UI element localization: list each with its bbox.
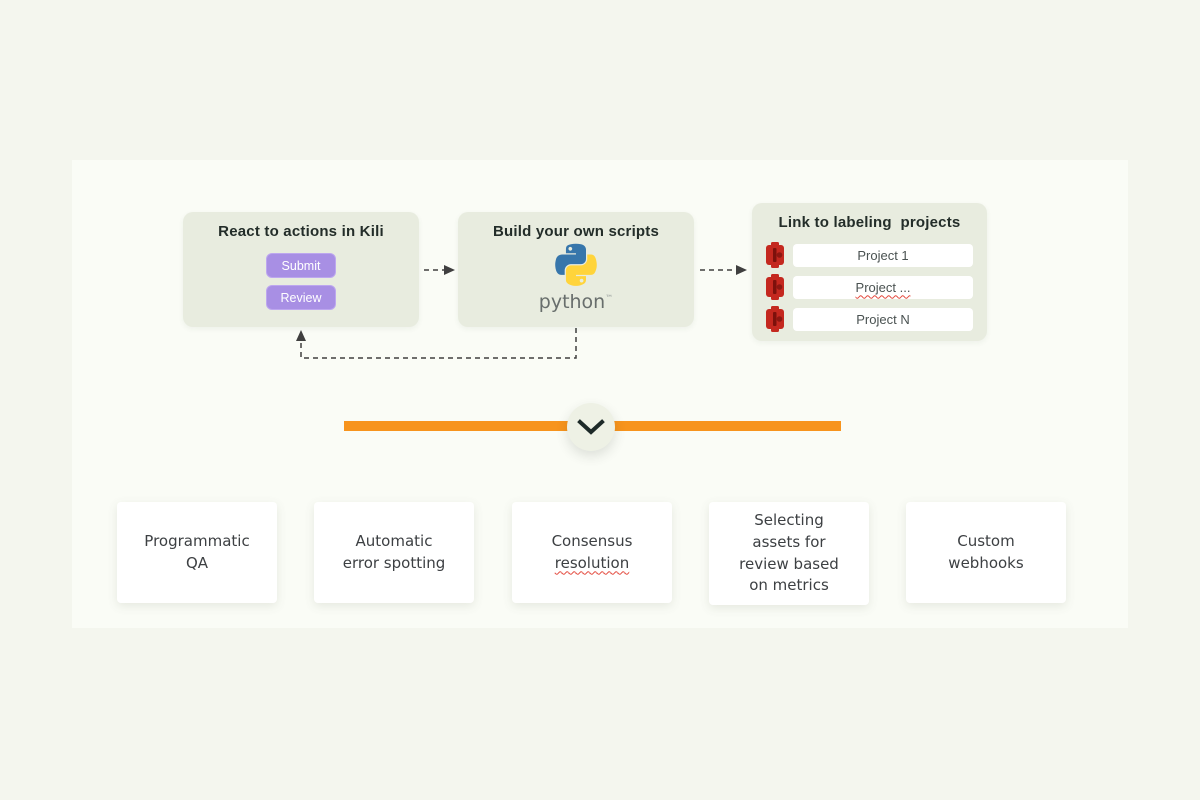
- python-logo-icon: [555, 243, 597, 286]
- feature-card-label: Consensus resolution: [552, 531, 633, 575]
- python-wordmark-text: python: [538, 291, 606, 313]
- feature-card-line: resolution: [554, 553, 630, 572]
- trademark-symbol: ™: [605, 293, 614, 303]
- action-buttons: Submit Review: [183, 253, 419, 310]
- chevron-down-button[interactable]: [567, 403, 615, 451]
- feature-card-asset-selection: Selecting assets for review based on met…: [709, 502, 869, 605]
- project-label: Project 1: [857, 247, 909, 263]
- feature-card-label: Selecting assets for review based on met…: [739, 511, 839, 595]
- kili-plugin-icon: [766, 242, 784, 268]
- feature-card-programmatic-qa: Programmatic QA: [117, 502, 277, 603]
- flow-box-build-scripts: Build your own scripts python™: [458, 212, 694, 327]
- feature-card-label: Automatic error spotting: [342, 531, 446, 572]
- feature-card-consensus-resolution: Consensus resolution: [512, 502, 672, 603]
- feature-card-line: Consensus: [551, 531, 633, 550]
- flow-box-labeling-projects: Link to labeling projects Project 1: [752, 203, 987, 341]
- project-row: Project ...: [764, 274, 987, 300]
- box-title: React to actions in Kili: [218, 223, 384, 240]
- chevron-down-icon: [577, 418, 605, 435]
- review-button[interactable]: Review: [266, 285, 336, 310]
- kili-plugin-icon: [766, 306, 784, 332]
- project-row: Project N: [764, 306, 987, 332]
- submit-button[interactable]: Submit: [266, 253, 336, 278]
- python-wordmark: python™: [539, 293, 613, 312]
- project-pill: Project ...: [793, 275, 973, 299]
- kili-plugin-icon: [766, 274, 784, 300]
- feature-card-label: Programmatic QA: [144, 531, 250, 572]
- feature-card-custom-webhooks: Custom webhooks: [906, 502, 1066, 603]
- project-label: Project ...: [855, 279, 911, 295]
- box-title: Build your own scripts: [492, 223, 660, 240]
- feature-card-label: Custom webhooks: [948, 531, 1024, 572]
- project-list: Project 1 Project ...: [752, 242, 987, 332]
- project-row: Project 1: [764, 242, 987, 268]
- project-pill: Project N: [793, 307, 973, 331]
- python-branding: python™: [458, 243, 694, 312]
- flow-box-react-actions: React to actions in Kili Submit Review: [183, 212, 419, 327]
- project-pill: Project 1: [793, 243, 973, 267]
- box-title: Link to labeling projects: [778, 214, 961, 231]
- project-label: Project N: [856, 311, 910, 327]
- feature-card-error-spotting: Automatic error spotting: [314, 502, 474, 603]
